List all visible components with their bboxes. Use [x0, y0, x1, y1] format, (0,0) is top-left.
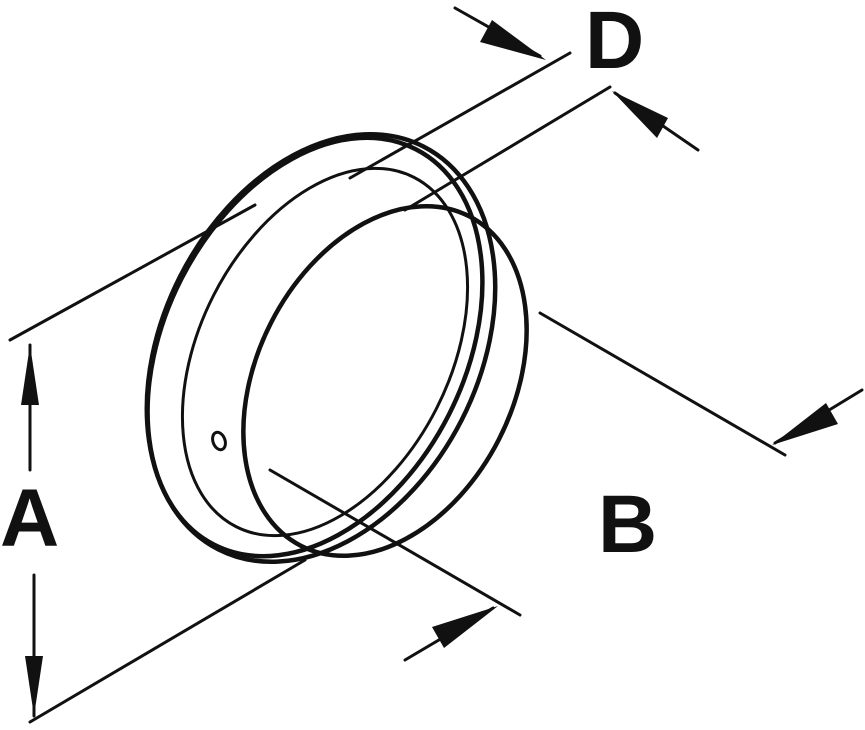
- flange-inner-ring: [180, 166, 470, 538]
- flange-front-rim: [145, 135, 485, 559]
- dimension-d: D: [348, 0, 700, 212]
- label-a: A: [0, 473, 59, 564]
- flush-cup-part: [144, 131, 529, 565]
- extension-line-d-back: [348, 51, 572, 180]
- extension-line-a-bottom: [28, 558, 307, 724]
- cup-front-face: [241, 203, 529, 559]
- arrowhead-b-upper: [772, 403, 838, 445]
- label-d: D: [585, 0, 644, 86]
- screw-hole: [211, 430, 227, 452]
- arrowhead-d-right: [612, 91, 668, 138]
- label-b: B: [598, 479, 657, 570]
- extension-line-b-upper: [538, 311, 787, 457]
- arrowhead-b-lower: [432, 606, 498, 648]
- extension-line-d-front: [403, 85, 612, 212]
- dimension-b: B: [268, 311, 864, 662]
- arrowhead-a-bottom: [25, 656, 43, 716]
- arrowhead-a-top: [21, 345, 39, 405]
- arrowhead-d-left: [480, 20, 546, 60]
